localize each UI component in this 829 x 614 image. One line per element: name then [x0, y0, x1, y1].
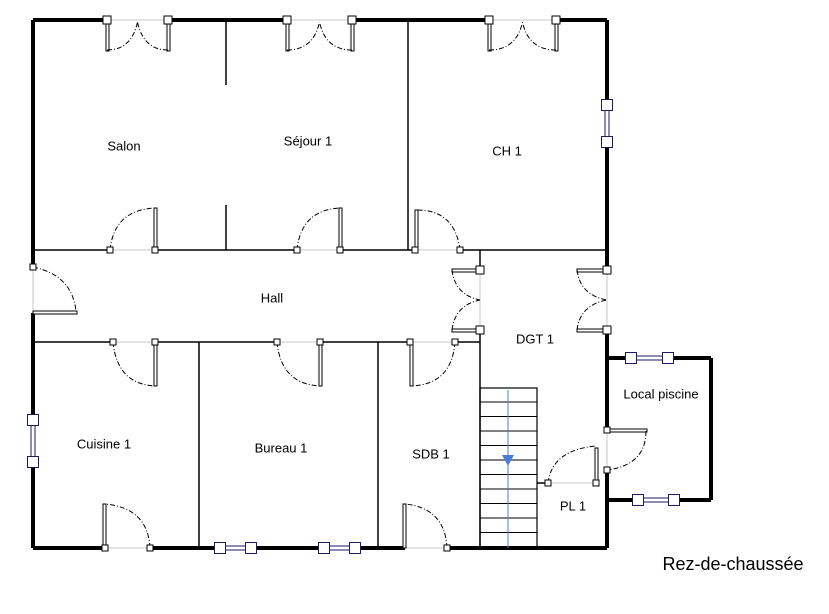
room-label-dgt1: DGT 1 — [516, 331, 554, 346]
door-leaf — [285, 19, 290, 52]
door-leaf — [409, 341, 414, 387]
door-leaf — [338, 207, 343, 251]
door-swing-arc — [576, 299, 608, 331]
door-hinge — [475, 265, 485, 275]
door-leaf — [102, 503, 107, 549]
staircase — [479, 387, 538, 549]
door-hinge — [347, 15, 357, 25]
room-label-sdb: SDB 1 — [412, 446, 450, 461]
door-leaf — [105, 19, 110, 52]
door-hinge — [282, 15, 292, 25]
door-swing-arc — [547, 445, 597, 484]
door-swing-arc — [576, 269, 608, 301]
door-swing-arc — [404, 503, 448, 549]
window — [30, 419, 36, 463]
door-hinge — [551, 15, 561, 25]
door-leaf — [32, 310, 78, 315]
door-swing-arc — [488, 21, 523, 51]
door-leaf — [153, 207, 158, 251]
door-hinge — [411, 246, 419, 254]
door-hinge — [29, 263, 37, 271]
door-hinge — [475, 325, 485, 335]
door-swing-arc — [319, 21, 353, 51]
door-hinge — [603, 466, 611, 474]
window-frame — [27, 456, 39, 468]
door-hinge — [101, 544, 109, 552]
room-label-bureau: Bureau 1 — [255, 440, 308, 455]
window-frame — [601, 136, 613, 148]
door-swing-arc — [112, 341, 156, 387]
level-title: Rez-de-chaussée — [662, 554, 803, 574]
door-swing-arc — [104, 503, 151, 549]
room-label-sejour: Séjour 1 — [284, 133, 332, 148]
door-hinge — [106, 246, 114, 254]
door-leaf — [166, 19, 171, 52]
door-hinge — [273, 338, 281, 346]
door-swing-arc — [451, 269, 481, 301]
door-leaf — [402, 503, 407, 549]
door-swing-arc — [137, 21, 169, 51]
door-hinge — [602, 265, 612, 275]
window-frame — [349, 542, 361, 554]
door-hinge — [451, 338, 459, 346]
door-hinge — [316, 338, 324, 346]
door-swing-arc — [276, 341, 321, 387]
door-hinge — [163, 15, 173, 25]
room-label-ch1: CH 1 — [492, 143, 522, 158]
door-leaf — [554, 19, 559, 52]
room-label-salon: Salon — [107, 138, 140, 153]
window-frame — [662, 352, 674, 364]
door-swing-arc — [296, 207, 341, 251]
window-frame — [27, 414, 39, 426]
door-leaf — [594, 447, 599, 484]
door-hinge — [592, 479, 600, 487]
door-hinge — [102, 15, 112, 25]
door-leaf — [414, 209, 419, 251]
window-frame — [601, 99, 613, 111]
door-leaf — [350, 19, 355, 52]
door-leaf — [153, 341, 158, 387]
door-hinge — [406, 338, 414, 346]
door-hinge — [484, 15, 494, 25]
door-hinge — [151, 338, 159, 346]
door-swing-arc — [286, 21, 320, 51]
window-frame — [625, 352, 637, 364]
door-hinge — [602, 325, 612, 335]
door-hinge — [146, 544, 154, 552]
window-frame — [668, 494, 680, 506]
door-leaf — [606, 428, 648, 433]
door-swing-arc — [606, 430, 647, 471]
door-swing-arc — [451, 299, 481, 331]
window-frame — [632, 494, 644, 506]
door-hinge — [151, 246, 159, 254]
door-swing-arc — [522, 21, 557, 51]
door-hinge — [293, 246, 301, 254]
room-label-pl1: PL 1 — [560, 498, 586, 513]
door-leaf — [487, 19, 492, 52]
door-leaf — [318, 341, 323, 387]
room-label-cuisine: Cuisine 1 — [77, 436, 131, 451]
room-label-hall: Hall — [261, 290, 284, 305]
door-hinge — [443, 544, 451, 552]
room-label-piscine: Local piscine — [623, 386, 698, 401]
window-frame — [214, 542, 226, 554]
door-hinge — [544, 479, 552, 487]
door-swing-arc — [416, 209, 461, 251]
window-frame — [318, 542, 330, 554]
door-swing-arc — [106, 21, 138, 51]
door-hinge — [603, 426, 611, 434]
stair-arrow-icon — [502, 455, 514, 466]
window-frame — [245, 542, 257, 554]
door-swing-arc — [109, 207, 156, 251]
door-hinge — [336, 246, 344, 254]
door-hinge — [456, 246, 464, 254]
door-hinge — [109, 338, 117, 346]
door-swing-arc — [411, 341, 456, 387]
openings — [27, 15, 680, 554]
walls — [31, 18, 713, 550]
door-swing-arc — [32, 266, 77, 312]
